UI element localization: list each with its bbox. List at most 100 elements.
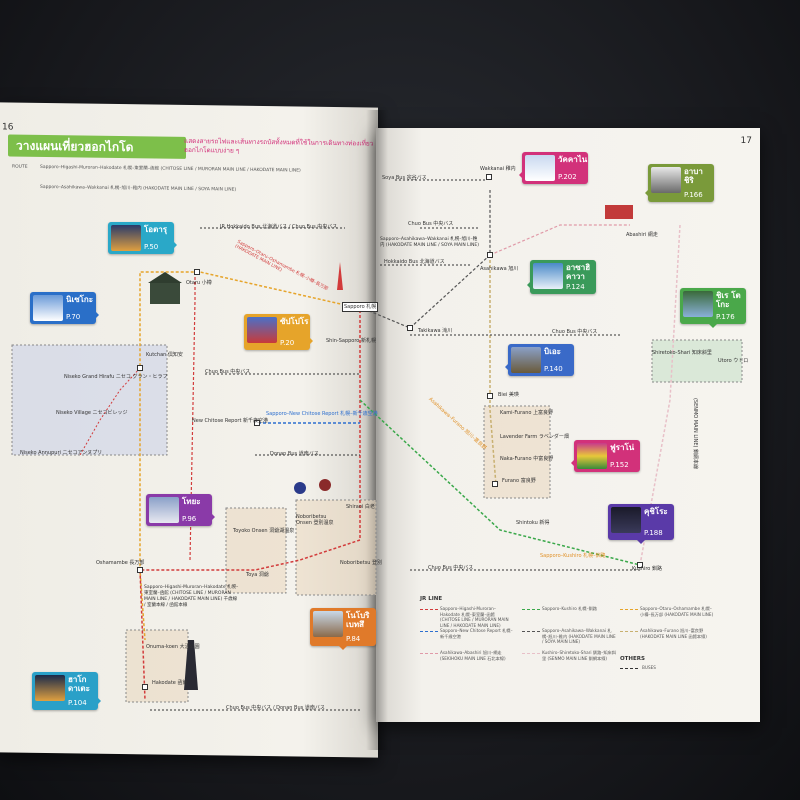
station-niseko-hirafu: Niseko Grand Hirafu ニセコ グラン・ヒラフ [64, 374, 168, 380]
bubble-name: ซัปโปโร [280, 317, 309, 326]
bubble-name: บิเอะ [544, 347, 561, 356]
kushiro-line [359, 399, 641, 566]
thumb-otaru [111, 225, 141, 251]
bubble-abashiri[interactable]: อาบา ชิริ P.166 [645, 164, 714, 202]
thumb-biei [511, 347, 541, 373]
station-asahikawa: Asahikawa 旭川 [480, 266, 519, 272]
station-shin-sapporo: Shin-Sapporo 新札幌 [326, 338, 376, 344]
shiretoko-region [651, 339, 743, 383]
thumb-wakkanai [525, 155, 555, 181]
toya-region [225, 507, 287, 594]
skier-icon-2 [319, 479, 331, 491]
node-kutchan [137, 365, 143, 371]
abashiri-building-icon [605, 205, 633, 219]
bubble-biei[interactable]: บิเอะ P.140 [505, 344, 574, 376]
bubble-page: P.20 [280, 339, 295, 347]
legend-item: Sapporo–New Chitose Report 札幌–新千歳空港 [440, 628, 513, 639]
bubble-page: P.202 [558, 173, 577, 181]
bubble-furano[interactable]: ฟูราโน่ P.152 [571, 440, 640, 472]
station-naka-furano: Naka-Furano 中富良野 [500, 456, 554, 462]
bubble-sapporo[interactable]: ซัปโปโร P.20 [244, 314, 313, 350]
legend-item: Sapporo–Otaru–Oshamambe 札幌–小樽–長万部 (HAKOD… [640, 606, 714, 617]
bubble-page: P.104 [68, 699, 87, 707]
bubble-asahikawa[interactable]: อาซาฮิ คาวา P.124 [527, 260, 596, 294]
station-new-chitose: New Chitose Report 新千歳空港 [192, 418, 268, 424]
bubble-page: P.166 [684, 191, 703, 199]
station-shintoku: Shintoku 新得 [516, 520, 550, 526]
bubble-shiretoko[interactable]: ชิเร โตโกะ P.176 [680, 288, 746, 328]
label-kushiro-line: Sapporo–Kushiro 札幌–釧路 [540, 553, 606, 559]
node-takikawa [407, 325, 413, 331]
station-shiretoko-shari: Shiretoko-Shari 知床斜里 [652, 350, 712, 356]
node-hakodate [142, 684, 148, 690]
station-noboribetsu-onsen: Noboribetsu Onsen 登別温泉 [296, 514, 334, 526]
niseko-region [11, 344, 168, 456]
bubble-wakkanai[interactable]: วัคคาไน P.202 [519, 152, 588, 184]
bubble-name: นิเซโกะ [66, 295, 94, 304]
node-furano [492, 481, 498, 487]
legend-item: Asahikawa–Abashiri 旭川–網走 (SEKIHOKU MAIN … [440, 650, 506, 661]
station-lavender-farm: Lavender Farm ラベンダー畑 [500, 434, 569, 440]
bubble-niseko[interactable]: นิเซโกะ P.70 [30, 292, 99, 324]
wakkanai-line [354, 190, 491, 329]
bubble-name: อาซาฮิ คาวา [566, 263, 591, 281]
legend-swatch [620, 631, 638, 632]
bubble-page: P.188 [644, 529, 663, 537]
station-wakkanai: Wakkanai 稚内 [480, 166, 516, 172]
muroran-line [139, 310, 361, 701]
station-niseko-village: Niseko Village ニセコビレッジ [56, 410, 128, 416]
legend-swatch [420, 653, 438, 654]
bubble-name: คุชิโระ [644, 507, 668, 516]
bubble-toya[interactable]: โทยะ P.96 [146, 494, 215, 526]
thumb-toya [149, 497, 179, 523]
station-onuma-koen: Onuma-koen 大沼公園 [146, 644, 200, 650]
bubble-page: P.84 [346, 635, 361, 643]
thumb-sapporo [247, 317, 277, 343]
bubble-page: P.152 [610, 461, 629, 469]
station-sapporo: Sapporo 札幌 [342, 302, 379, 312]
label-wakkanai-line: Sapporo–Asahikawa–Wakkanai 札幌–旭川–稚内 (HAK… [380, 237, 479, 248]
station-noboribetsu: Noboribetsu 登別 [340, 560, 383, 566]
bubble-hakodate[interactable]: ฮาโก ดาเตะ P.104 [32, 672, 101, 710]
station-furano: Furano 富良野 [502, 478, 536, 484]
right-page: 17 [376, 128, 760, 722]
bubble-noboribetsu[interactable]: โนโบริ เบทสึ P.84 [310, 608, 376, 650]
bubble-page: P.50 [144, 243, 159, 251]
bubble-otaru[interactable]: โอตารุ P.50 [108, 222, 177, 254]
legend-swatch [522, 653, 540, 654]
station-abashiri: Abashiri 網走 [626, 232, 658, 238]
bubble-page: P.176 [716, 313, 735, 321]
tv-tower-icon [337, 262, 343, 290]
bubble-page: P.140 [544, 365, 563, 373]
thumb-noboribetsu [313, 611, 343, 637]
thumb-shiretoko [683, 291, 713, 317]
label-chuo-donan-bus: Chuo Bus 中央バス / Donan Bus 道南バス [226, 705, 325, 711]
node-new-chitose [254, 420, 260, 426]
legend-item: Sapporo–Asahikawa–Wakkanai 札幌–旭川–稚内 (HAK… [542, 628, 616, 644]
legend-bus-label: BUSES [642, 665, 656, 670]
bubble-name: โนโบริ เบทสึ [346, 611, 370, 629]
station-kami-furano: Kami-Furano 上富良野 [500, 410, 554, 416]
legend-others-title: OTHERS [620, 656, 645, 662]
bubble-name: โอตารุ [144, 225, 168, 234]
niseko-route [79, 367, 141, 456]
legend-item: Sapporo–Higashi-Muroran–Hakodate 札幌–東室蘭–… [440, 606, 509, 628]
legend-item: Asahikawa–Furano 旭川–富良野 (HAKODATE MAIN L… [640, 628, 707, 639]
legend-title: JR LINE [420, 596, 443, 602]
node-kushiro [637, 562, 643, 568]
label-hokkaido-bus: Hokkaido Bus 北海道バス [384, 259, 445, 265]
thumb-hakodate [35, 675, 65, 701]
station-oshamambe: Oshamambe 長万部 [96, 560, 145, 566]
label-jr-hokkaido-bus: JR Hokkaido Bus 北海道バス / Chuo Bus 中央バス [220, 224, 338, 230]
bubble-name: โทยะ [182, 497, 201, 506]
thumb-asahikawa [533, 263, 563, 289]
station-kushiro: Kushiro 釧路 [632, 566, 662, 572]
station-biei: Biei 美瑛 [498, 392, 519, 398]
bubble-kushiro[interactable]: คุชิโระ P.188 [608, 504, 674, 544]
station-kutchan: Kutchan 倶知安 [146, 352, 183, 358]
legend-item: Kushiro–Shiretoko-Shari 釧路–知床斜里 (SENMO M… [542, 650, 616, 661]
otaru-line [139, 271, 346, 641]
label-chuo-bus-top: Chuo Bus 中央バス [408, 221, 454, 227]
